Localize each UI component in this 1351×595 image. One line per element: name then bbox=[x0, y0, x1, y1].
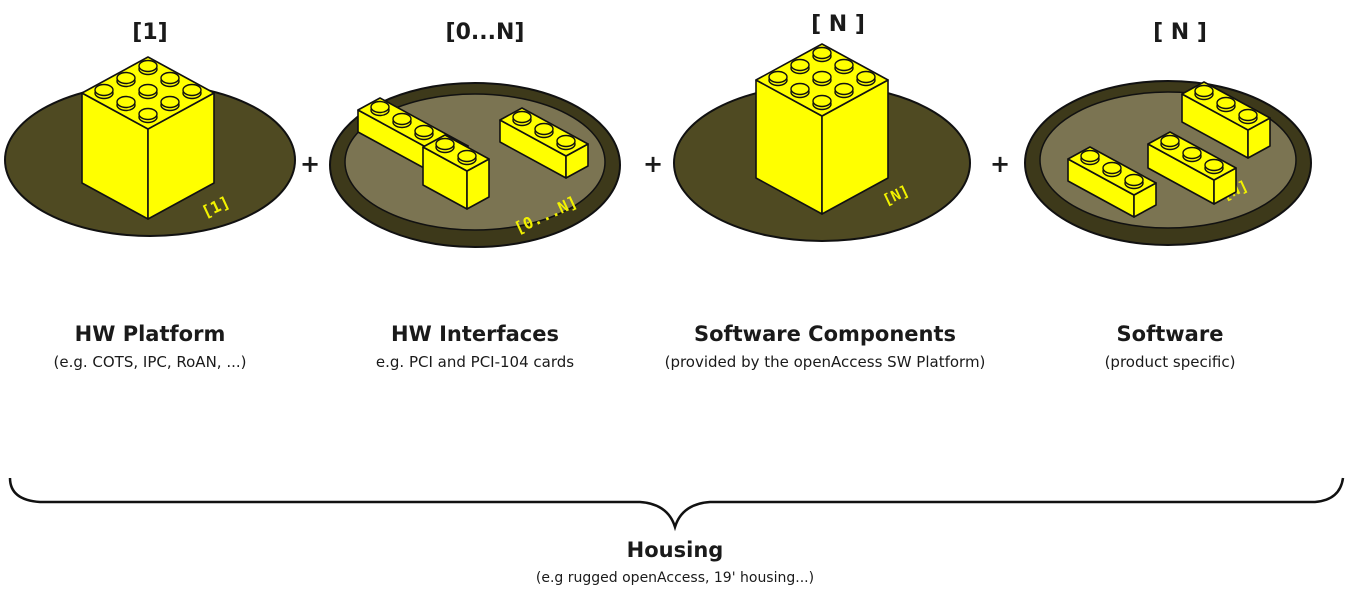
brick-hw-platform-stud bbox=[138, 83, 158, 97]
plus-operator-1: + bbox=[299, 150, 321, 178]
brick-hw-platform-stud bbox=[138, 107, 158, 121]
brick-interface-b-stud bbox=[435, 137, 455, 151]
brick-sw-components-stud bbox=[834, 58, 854, 72]
subtitle-software: (product specific) bbox=[1104, 353, 1236, 371]
brick-sw-components-stud bbox=[812, 46, 832, 60]
brick-hw-platform-stud bbox=[138, 59, 158, 73]
brick-hw-platform-stud bbox=[94, 83, 114, 97]
brick-sw-components-stud bbox=[812, 70, 832, 84]
brick-sw-components-stud bbox=[812, 94, 832, 108]
multiplicity-hw-platform: [1] bbox=[132, 20, 168, 45]
brick-software-c-stud bbox=[1216, 96, 1236, 110]
brick-software-c-stud bbox=[1238, 108, 1258, 122]
brick-software-a-stud bbox=[1124, 173, 1144, 187]
title-software: Software bbox=[1116, 322, 1224, 346]
housing-brace bbox=[8, 477, 1345, 532]
multiplicity-software: [ N ] bbox=[1153, 20, 1207, 45]
brick-software-b-stud bbox=[1160, 134, 1180, 148]
title-hw-platform: HW Platform bbox=[74, 322, 226, 346]
multiplicity-sw-components: [ N ] bbox=[811, 12, 865, 37]
brick-interface-a-stud bbox=[392, 112, 412, 126]
brick-interface-c-stud bbox=[556, 134, 576, 148]
brick-sw-components-stud bbox=[790, 58, 810, 72]
brick-interface-b-stud bbox=[457, 149, 477, 163]
brick-interface-a-stud bbox=[370, 100, 390, 114]
multiplicity-hw-interfaces: [0...N] bbox=[445, 20, 525, 45]
brick-interface-c-stud bbox=[512, 110, 532, 124]
brick-sw-components-stud bbox=[790, 82, 810, 96]
brick-hw-platform-stud bbox=[160, 95, 180, 109]
brick-hw-platform-stud bbox=[182, 83, 202, 97]
brick-software-c-stud bbox=[1194, 84, 1214, 98]
brick-hw-platform-stud bbox=[116, 71, 136, 85]
plus-operator-3: + bbox=[989, 150, 1011, 178]
brick-software-b-stud bbox=[1204, 158, 1224, 172]
brick-software-a-stud bbox=[1080, 149, 1100, 163]
brick-sw-components-stud bbox=[856, 70, 876, 84]
brick-sw-components-stud bbox=[834, 82, 854, 96]
brick-hw-platform-stud bbox=[160, 71, 180, 85]
brick-interface-a-stud bbox=[414, 124, 434, 138]
subtitle-hw-platform: (e.g. COTS, IPC, RoAN, ...) bbox=[53, 353, 247, 371]
housing-subtitle: (e.g rugged openAccess, 19' housing...) bbox=[535, 570, 815, 586]
plus-operator-2: + bbox=[642, 150, 664, 178]
brick-sw-components-stud bbox=[768, 70, 788, 84]
bricks bbox=[81, 43, 1271, 220]
subtitle-sw-components: (provided by the openAccess SW Platform) bbox=[664, 353, 986, 371]
brick-software-b-stud bbox=[1182, 146, 1202, 160]
brick-software-a-stud bbox=[1102, 161, 1122, 175]
subtitle-hw-interfaces: e.g. PCI and PCI-104 cards bbox=[375, 353, 575, 371]
housing-title: Housing bbox=[626, 538, 724, 562]
brick-hw-platform-stud bbox=[116, 95, 136, 109]
brick-interface-c-stud bbox=[534, 122, 554, 136]
title-sw-components: Software Components bbox=[693, 322, 957, 346]
title-hw-interfaces: HW Interfaces bbox=[391, 322, 559, 346]
